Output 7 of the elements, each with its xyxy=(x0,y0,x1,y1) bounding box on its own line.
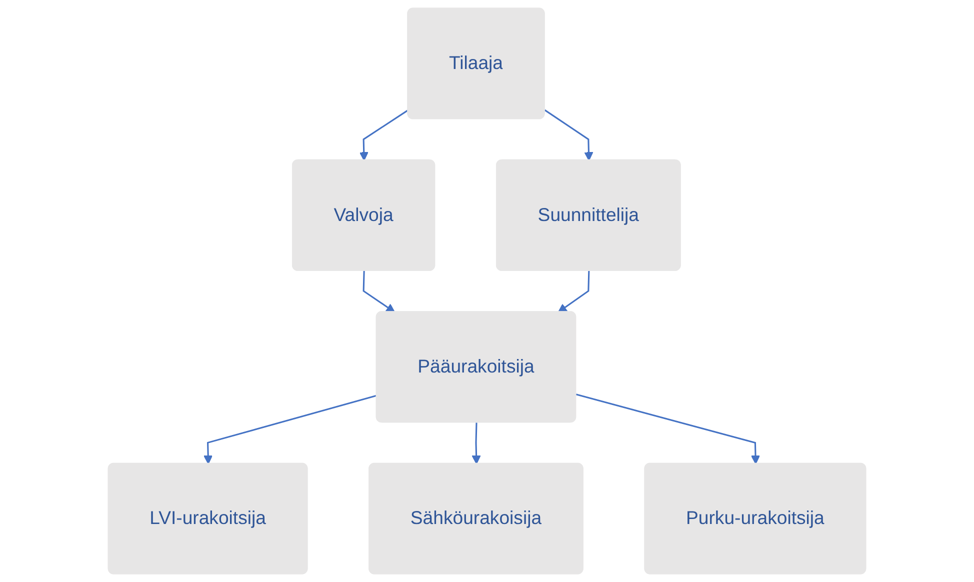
arrow xyxy=(472,422,481,464)
arrow xyxy=(558,270,590,313)
arrow xyxy=(544,109,594,161)
arrow xyxy=(576,394,760,464)
arrow xyxy=(359,109,409,161)
arrow xyxy=(204,394,378,464)
arrow xyxy=(362,270,396,313)
